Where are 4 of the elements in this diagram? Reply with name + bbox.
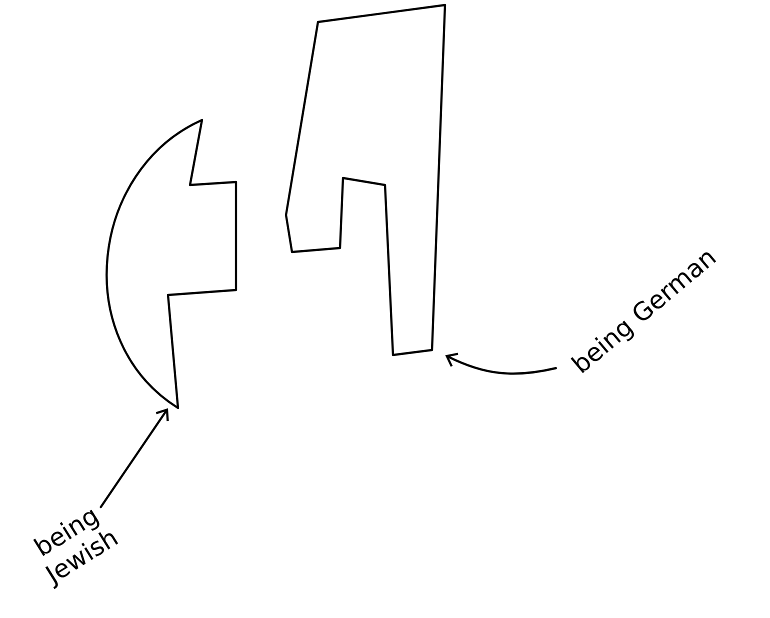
puzzle-piece [106,118,238,410]
arrow [100,408,169,508]
arrow [445,352,557,375]
puzzle-piece [284,4,446,356]
